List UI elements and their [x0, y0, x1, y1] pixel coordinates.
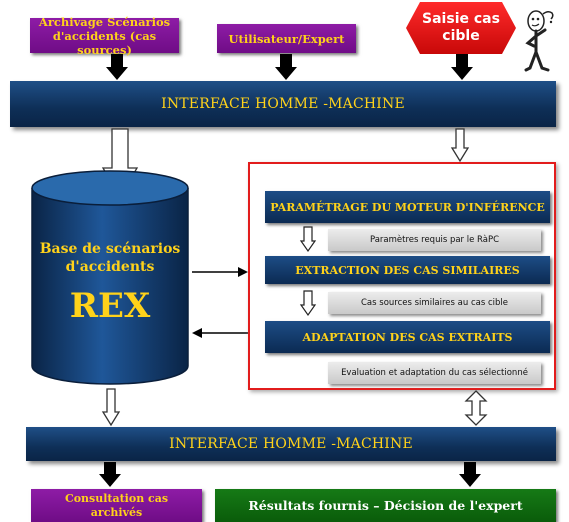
arrow-interface-to-engine — [450, 128, 470, 163]
engine-note-evaluation-label: Evaluation et adaptation du cas sélectio… — [341, 368, 528, 378]
arrow-step1-to-step2 — [299, 226, 317, 253]
interface-top-bar: INTERFACE HOMME -MACHINE — [10, 81, 556, 127]
arrow-archive-down — [106, 54, 128, 80]
engine-note-parametres-label: Paramètres requis par le RàPC — [369, 235, 500, 245]
engine-step-parametrage: PARAMÉTRAGE DU MOTEUR D'INFÉRENCE — [265, 191, 550, 223]
thinking-person-icon — [524, 10, 554, 72]
arrow-user-down — [275, 54, 297, 80]
engine-note-similaires: Cas sources similaires au cas cible — [328, 292, 541, 314]
engine-step-adaptation: ADAPTATION DES CAS EXTRAITS — [265, 321, 550, 353]
target-case-hexagon — [406, 2, 516, 54]
engine-note-similaires-label: Cas sources similaires au cas cible — [361, 298, 508, 308]
database-cylinder-icon — [31, 170, 189, 385]
consultation-output-label: Consultation cas archivés — [64, 491, 169, 519]
engine-step-extraction: EXTRACTION DES CAS SIMILAIRES — [265, 256, 550, 284]
consultation-output-box: Consultation cas archivés — [31, 489, 202, 522]
arrow-database-to-interface — [101, 388, 121, 427]
arrow-to-results — [459, 462, 481, 487]
engine-step-extraction-label: EXTRACTION DES CAS SIMILAIRES — [295, 263, 520, 277]
user-expert-box: Utilisateur/Expert — [217, 24, 356, 53]
interface-top-label: INTERFACE HOMME -MACHINE — [161, 96, 405, 112]
target-case-label-box: Saisie cas cible — [420, 5, 502, 51]
results-output-box: Résultats fournis – Décision de l'expert — [215, 489, 556, 522]
arrow-engine-interface-bidirectional — [464, 390, 488, 426]
interface-bottom-bar: INTERFACE HOMME -MACHINE — [26, 427, 556, 461]
archive-input-box: Archivage Scénarios d'accidents (cas sou… — [30, 15, 179, 57]
engine-note-parametres: Paramètres requis par le RàPC — [328, 229, 541, 251]
arrow-database-to-engine — [192, 267, 248, 277]
target-case-label: Saisie cas cible — [422, 11, 500, 44]
engine-step-adaptation-label: ADAPTATION DES CAS EXTRAITS — [302, 330, 513, 344]
database-rex-label: REX — [69, 286, 151, 326]
engine-step-parametrage-label: PARAMÉTRAGE DU MOTEUR D'INFÉRENCE — [270, 200, 545, 214]
database-title-line1: Base de scénarios — [39, 241, 181, 257]
database-title-line2: d'accidents — [65, 259, 155, 275]
arrow-engine-to-database — [192, 328, 248, 338]
engine-note-evaluation: Evaluation et adaptation du cas sélectio… — [328, 362, 541, 384]
archive-input-label: Archivage Scénarios d'accidents (cas sou… — [38, 14, 171, 57]
user-expert-label: Utilisateur/Expert — [228, 31, 345, 46]
results-output-label: Résultats fournis – Décision de l'expert — [248, 498, 523, 513]
arrow-step2-to-step3 — [299, 290, 317, 317]
interface-bottom-label: INTERFACE HOMME -MACHINE — [169, 436, 413, 452]
database-label-group: Base de scénarios d'accidents REX — [30, 240, 190, 328]
arrow-to-consultation — [99, 462, 121, 487]
arrow-target-down — [451, 54, 473, 80]
